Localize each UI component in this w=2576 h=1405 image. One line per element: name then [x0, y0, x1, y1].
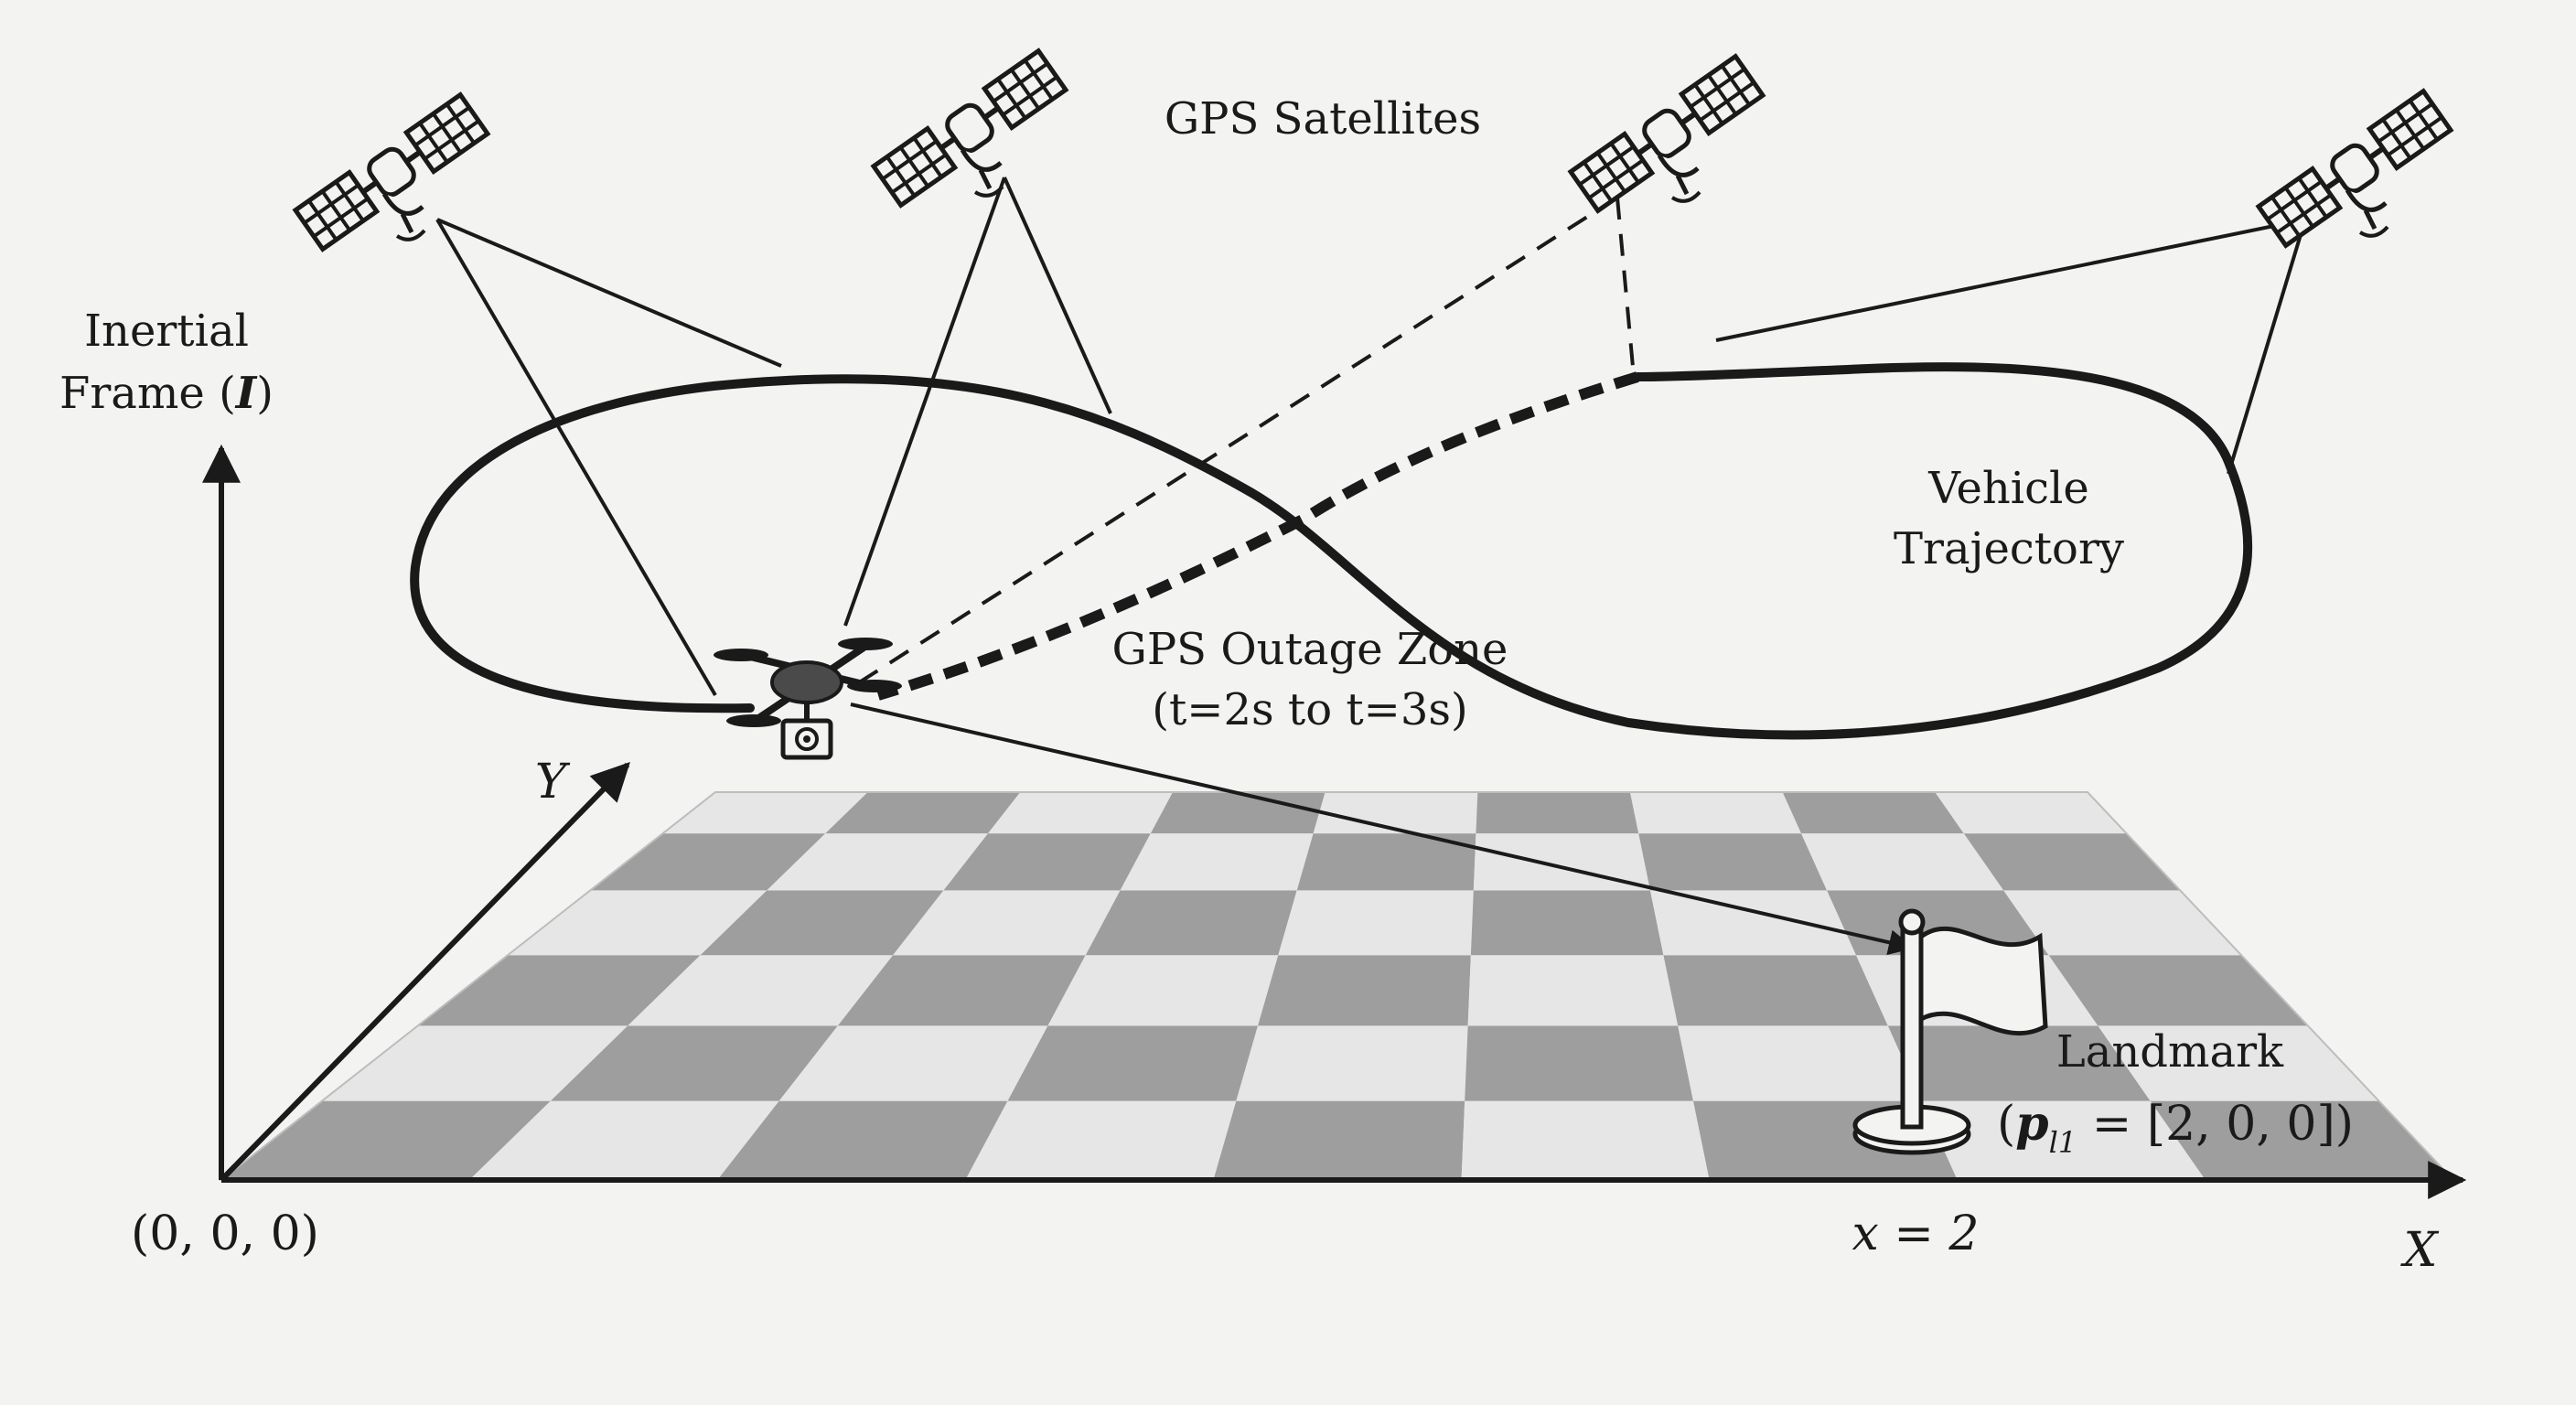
floor-tile [717, 1100, 1008, 1180]
floor-tile [1085, 890, 1297, 956]
satellite-icon [874, 51, 1066, 206]
floor-tile [778, 1025, 1048, 1101]
y-axis [219, 761, 630, 1183]
inertial-frame-label-line1: Inertial [84, 306, 249, 357]
floor-tile [837, 955, 1086, 1026]
floor-tile [1278, 890, 1474, 956]
gps-outage-segment [876, 371, 1639, 701]
floor-tile [700, 890, 944, 956]
floor-tile [965, 1100, 1237, 1180]
gps-outage-label-line2: (t=2s to t=3s) [1152, 684, 1468, 735]
floor-tile [1801, 833, 2004, 891]
floor-tile [1461, 1100, 1710, 1180]
floor-tile [943, 833, 1151, 891]
floor-tile [221, 1100, 551, 1180]
floor-tile [1663, 955, 1888, 1026]
floor-tile [825, 792, 1021, 834]
floor-tile [1782, 792, 1964, 834]
floor-tile [1630, 792, 1802, 834]
floor-tile [893, 890, 1121, 956]
floor-tile [469, 1100, 779, 1180]
vehicle-trajectory-label-line1: Vehicle [1927, 463, 2089, 514]
floor-tile [1007, 1025, 1259, 1101]
inertial-frame-label-line2: Frame (I) [59, 368, 274, 419]
floor-tile [1258, 955, 1471, 1026]
floor-tile [417, 955, 701, 1026]
floor-tile [1638, 833, 1828, 891]
inertial-frame-text: Frame ( [59, 368, 236, 419]
satellite-icon [295, 95, 488, 250]
satellite-dashed-links [849, 196, 1636, 690]
floor-tile [1887, 1025, 2151, 1101]
landmark-eq-open: ( [1997, 1097, 2015, 1152]
inertial-frame-close: ) [256, 368, 274, 419]
floor-tile [1470, 890, 1664, 956]
floor-checkerboard [221, 792, 2453, 1180]
floor-tile [590, 833, 826, 891]
gps-outage-label-line1: GPS Outage Zone [1112, 624, 1508, 675]
inertial-frame-symbol: I [234, 368, 258, 419]
satellite-signal-lines [435, 177, 2307, 697]
floor-tile [1678, 1025, 1922, 1101]
vehicle-trajectory-label-line2: Trajectory [1894, 523, 2124, 574]
floor-tile [1649, 890, 1857, 956]
floor-tile [628, 955, 894, 1026]
landmark-position-label: (pl1 = [2, 0, 0]) [1997, 1096, 2354, 1160]
floor-tile [1296, 833, 1476, 891]
floor-tile [507, 890, 767, 956]
x-equals-2-label: x = 2 [1852, 1207, 1979, 1261]
flag-icon [1852, 908, 2048, 1155]
floor-tile [767, 833, 989, 891]
floor-tile [1467, 955, 1679, 1026]
floor-tile [1921, 1100, 2206, 1180]
satellite-icon [2259, 91, 2451, 246]
floor-tile [2098, 1025, 2379, 1101]
floor-tile [1236, 1025, 1468, 1101]
x-axis-label: X [2399, 1223, 2439, 1278]
landmark-p-symbol: p [2015, 1096, 2048, 1152]
floor-tile [988, 792, 1173, 834]
satellite-icon [1571, 57, 1763, 211]
floor-tile [1465, 1025, 1694, 1101]
landmark-label-line1: Landmark [2056, 1026, 2284, 1078]
floor-tile [2150, 1100, 2453, 1180]
floor-tile [1047, 955, 1279, 1026]
floor-tile [1963, 833, 2181, 891]
origin-label: (0, 0, 0) [131, 1207, 319, 1261]
gps-satellites-label: GPS Satellites [1165, 93, 1481, 145]
floor-tile [1313, 792, 1478, 834]
floor-tile [1935, 792, 2127, 834]
floor-tile [2048, 955, 2308, 1026]
landmark-value: = [2, 0, 0]) [2077, 1097, 2354, 1152]
drone-icon [714, 638, 902, 760]
floor-tile [2003, 890, 2242, 956]
y-axis-label: Y [535, 755, 571, 810]
floor-tile [662, 792, 868, 834]
vehicle-trajectory [410, 362, 2253, 740]
landmark-observation-line [850, 702, 1915, 956]
floor-tile [322, 1025, 628, 1101]
floor-tile [1150, 792, 1326, 834]
floor-tile [550, 1025, 838, 1101]
floor-tile [1476, 792, 1639, 834]
floor-tile [1213, 1100, 1465, 1180]
landmark-subscript: l1 [2049, 1125, 2077, 1160]
floor-tile [1120, 833, 1314, 891]
